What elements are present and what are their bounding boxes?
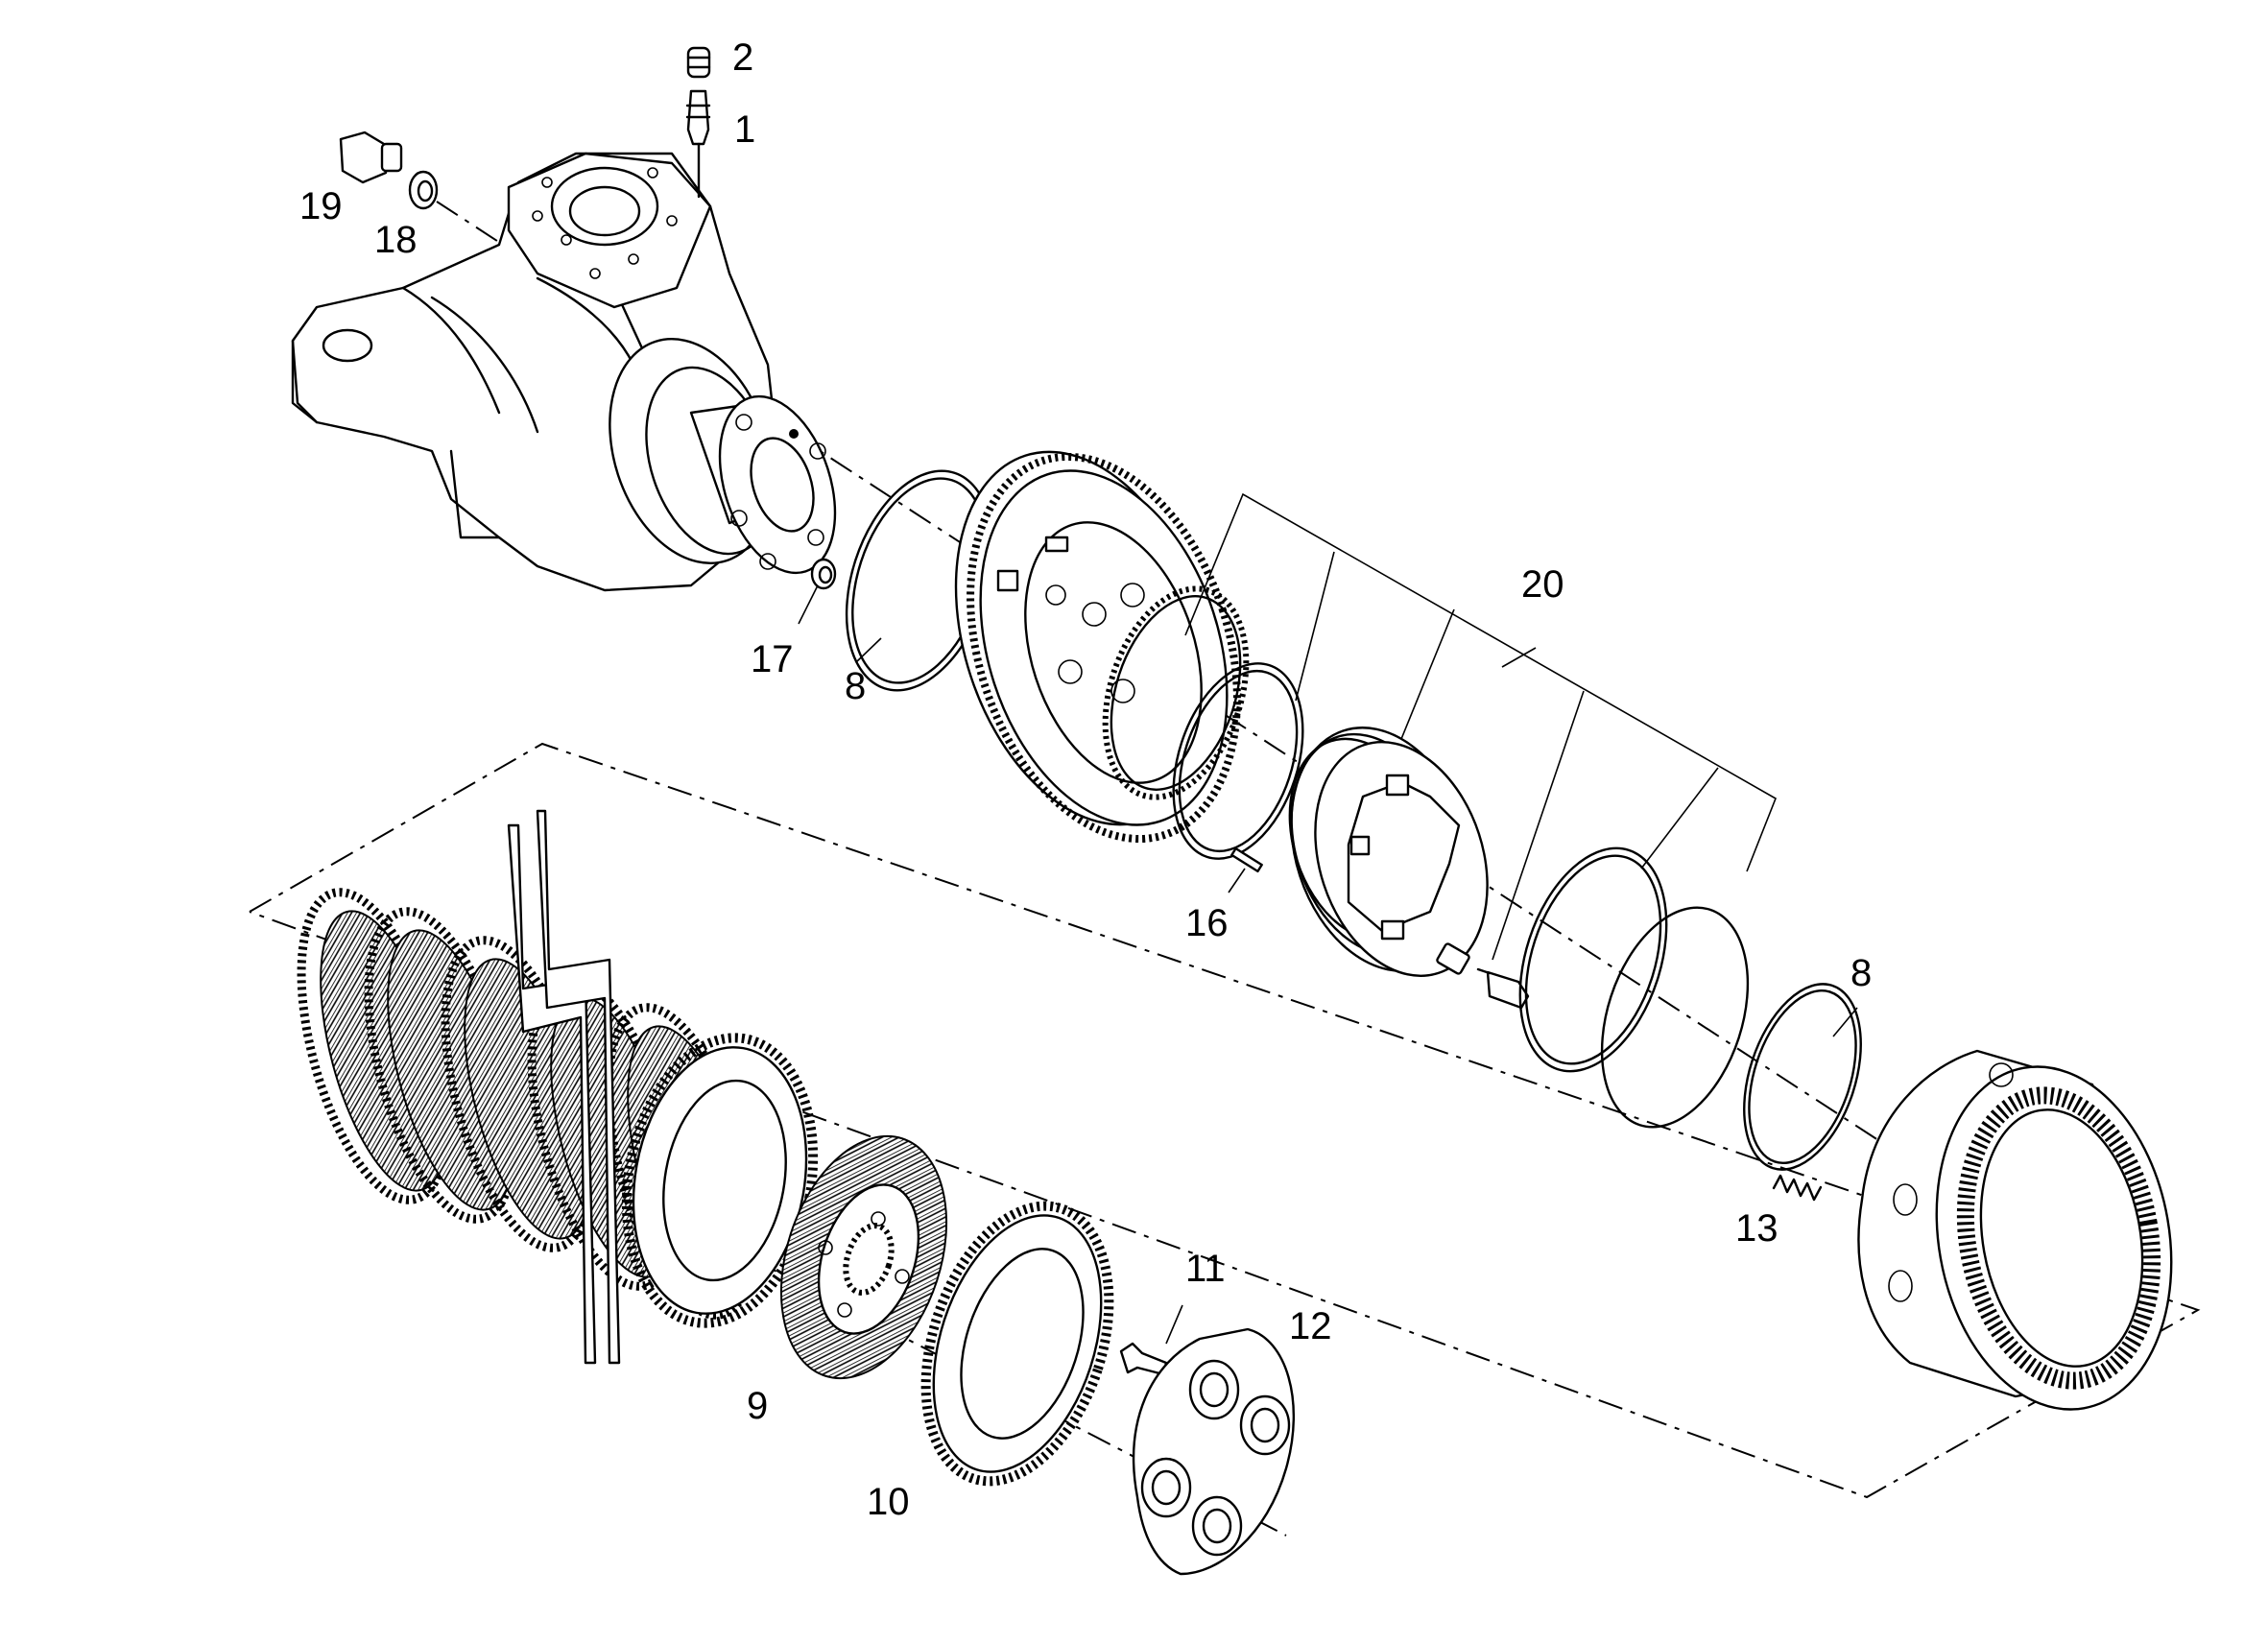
pin-part-16 — [1228, 846, 1263, 893]
end-plate-part-12 — [1133, 1327, 1296, 1576]
callout-2: 2 — [732, 36, 753, 79]
callout-20: 20 — [1521, 563, 1564, 606]
large-seal-rings — [1518, 846, 1750, 1129]
callout-1: 1 — [734, 108, 755, 151]
steel-disc-part-10 — [920, 1201, 1114, 1487]
friction-disc-part-9 — [779, 1134, 948, 1380]
breather-valve-part-1 — [685, 89, 711, 199]
breather-cap-part-2 — [686, 46, 711, 79]
callout-16: 16 — [1185, 902, 1229, 944]
washer-part-17 — [798, 558, 837, 625]
steering-knuckle-housing — [291, 152, 837, 592]
brake-pack-boundary — [249, 742, 2201, 1499]
callout-10: 10 — [867, 1481, 910, 1523]
callout-bracket-20 — [1184, 492, 1777, 961]
adjuster-sleeve — [1436, 942, 1530, 1010]
callout-8-lower: 8 — [1850, 952, 1872, 994]
callout-18: 18 — [374, 219, 418, 261]
callout-12: 12 — [1289, 1305, 1332, 1347]
callout-11: 11 — [1185, 1248, 1226, 1290]
callout-13: 13 — [1735, 1207, 1779, 1250]
callout-17: 17 — [751, 638, 794, 680]
wheel-hub-ring-gear — [1857, 1049, 2173, 1411]
snap-ring-part-8-lower — [1743, 983, 1862, 1171]
drain-plug-part-19 — [339, 131, 403, 184]
brake-piston — [1288, 727, 1489, 977]
sealing-ring-part-18 — [408, 170, 439, 210]
ring-gear-carrier — [954, 450, 1250, 844]
callout-9: 9 — [747, 1385, 768, 1427]
callout-labels: 1 2 8 8 9 10 11 12 13 16 17 18 19 20 — [299, 36, 1872, 1523]
callout-8-upper: 8 — [845, 665, 866, 707]
spring-part-13 — [1772, 1174, 1823, 1202]
callout-19: 19 — [299, 185, 343, 227]
